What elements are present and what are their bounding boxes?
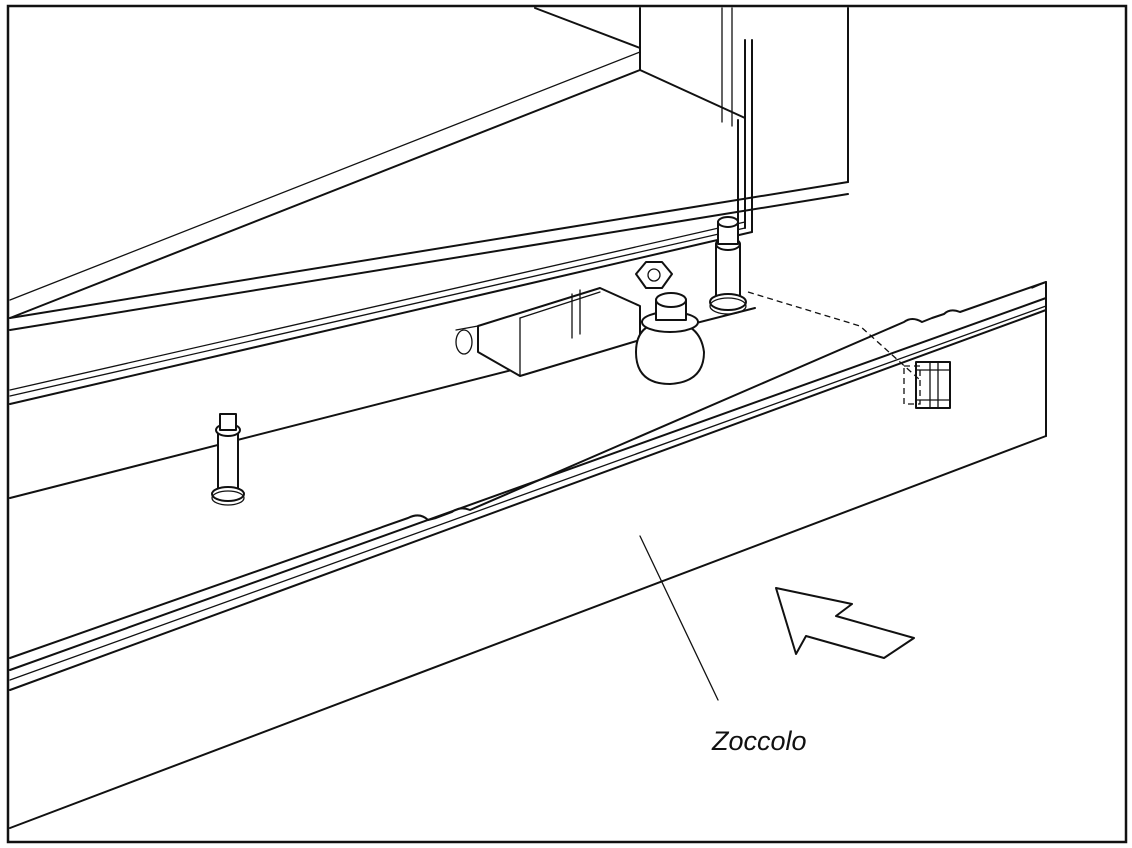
plinth-label: Zoccolo <box>711 726 807 756</box>
label-leader-line <box>639 535 719 701</box>
frame-border <box>6 4 1128 844</box>
leg-pin-right <box>709 216 747 315</box>
hex-nut <box>635 261 673 289</box>
insertion-arrow <box>775 587 915 659</box>
alignment-guide-line <box>747 291 921 381</box>
mounting-bracket <box>455 287 641 377</box>
leg-pin-left <box>211 413 245 506</box>
plinth-clip <box>903 361 951 409</box>
appliance-body <box>9 7 849 499</box>
adjustable-foot <box>635 292 705 385</box>
plinth-panel <box>9 281 1047 829</box>
